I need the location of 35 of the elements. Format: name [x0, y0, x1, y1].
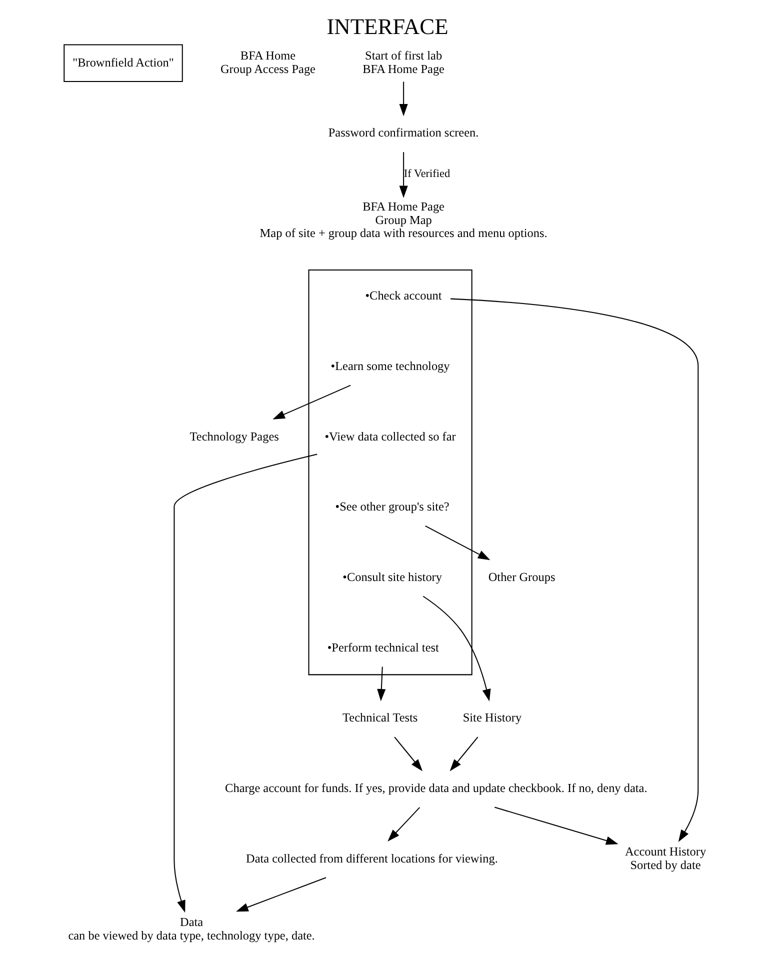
- node-text: •Consult site history: [342, 570, 442, 584]
- node-text: Start of first lab BFA Home Page: [362, 48, 445, 76]
- node-text: Site History: [462, 710, 522, 725]
- arrow: [388, 807, 420, 842]
- arrow: [422, 596, 491, 702]
- node-text: Other Groups: [488, 570, 556, 584]
- node-text: •Perform technical test: [327, 640, 439, 654]
- node-text: BFA Home Page Group Map Map of site + group data with resources and menu options.: [260, 200, 548, 240]
- node-text: •View data collected so far: [324, 429, 456, 444]
- node-text: Data can be viewed by data type, technology type, date.: [68, 915, 315, 942]
- arrow: [272, 384, 351, 420]
- arrow: [236, 877, 326, 912]
- edge-label: If Verified: [404, 168, 450, 180]
- arrow: [394, 736, 423, 772]
- arrow: [399, 82, 408, 116]
- node-text: Charge account for funds. If yes, provide data and update checkbook. If no, deny data.: [225, 781, 648, 795]
- arrow: [494, 806, 618, 845]
- arrow: [399, 152, 408, 198]
- node-text: •Check account: [365, 288, 442, 303]
- node-text: BFA Home Group Access Page: [220, 48, 316, 76]
- node-box: "Brownfield Action": [64, 44, 183, 82]
- node-text: Password confirmation screen.: [328, 126, 479, 140]
- node-text: •See other group's site?: [335, 500, 450, 514]
- node-text: •Learn some technology: [330, 359, 450, 374]
- arrow: [377, 666, 386, 702]
- arrow: [450, 736, 478, 772]
- diagram-title: INTERFACE: [326, 14, 448, 40]
- node-text: Technology Pages: [190, 429, 279, 444]
- node-text: Account History Sorted by date: [624, 844, 706, 872]
- arrow: [425, 526, 490, 560]
- node-text: Technical Tests: [342, 710, 418, 725]
- arrow: [450, 298, 699, 842]
- node-text: Data collected from different locations for viewing.: [246, 851, 498, 866]
- cluster: [308, 270, 472, 676]
- arrow: [174, 454, 318, 913]
